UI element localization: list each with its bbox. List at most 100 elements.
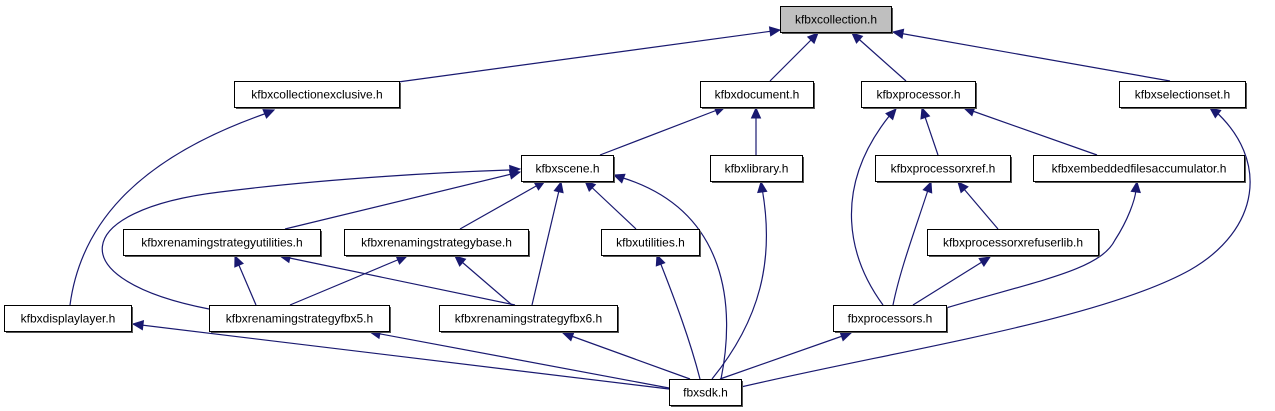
node-kfbxrenamingstrategyutilities[interactable]: kfbxrenamingstrategyutilities.h — [123, 229, 323, 258]
arrowhead-icon — [234, 254, 244, 268]
edge-line — [454, 255, 513, 306]
edge-kfbxrenamingstrategybase-to-kfbxscene — [459, 180, 547, 230]
node-kfbxlibrary[interactable]: kfbxlibrary.h — [710, 155, 805, 184]
node-kfbxselectionset[interactable]: kfbxselectionset.h — [1119, 81, 1248, 110]
node-label: kfbxutilities.h — [616, 236, 685, 250]
edge-fbxsdk-to-kfbxdisplaylayer — [131, 320, 670, 390]
edge-line — [289, 255, 408, 306]
arrowhead-icon — [508, 169, 522, 180]
edge-kfbxscene-to-kfbxdocument — [599, 105, 727, 156]
edge-kfbxrenamingstrategyfbx6-to-kfbxrenamingstrategyutilities — [278, 252, 516, 306]
node-label: kfbxrenamingstrategyutilities.h — [141, 236, 302, 250]
arrowhead-icon — [1209, 107, 1222, 119]
edge-line — [659, 261, 701, 380]
edge-fbxprocessors-to-kfbxembeddedfilesaccumulator — [945, 180, 1141, 309]
edge-kfbxselectionset-to-kfbxcollection — [891, 28, 1171, 82]
node-box — [700, 81, 814, 108]
edge-line — [945, 189, 1137, 309]
edge-kfbxrenamingstrategyutilities-to-kfbxscene — [284, 169, 522, 230]
node-box — [439, 305, 618, 332]
edge-fbxprocessors-to-kfbxprocessorxref — [892, 180, 933, 306]
node-box — [601, 229, 700, 256]
nodes-layer: kfbxcollection.h kfbxcollectionexclusive.… — [4, 6, 1248, 408]
arrowhead-icon — [131, 320, 145, 331]
node-box — [833, 305, 947, 332]
arrowhead-icon — [561, 331, 575, 342]
edge-fbxprocessors-to-kfbxprocessorxrefuserlib — [912, 256, 992, 306]
edge-line — [69, 111, 271, 306]
edge-line — [719, 332, 852, 380]
node-kfbxprocessorxref[interactable]: kfbxprocessorxref.h — [875, 155, 1013, 184]
arrowhead-icon — [757, 180, 768, 194]
edge-kfbxutilities-to-kfbxscene — [584, 180, 637, 230]
edge-line — [562, 332, 691, 380]
node-kfbxdisplaylayer[interactable]: kfbxdisplaylayer.h — [4, 305, 134, 334]
node-kfbxcollection: kfbxcollection.h — [780, 6, 893, 34]
node-label: kfbxprocessorxrefuserlib.h — [943, 236, 1083, 250]
arrowhead-icon — [957, 181, 969, 194]
node-box — [669, 379, 742, 406]
edge-line — [284, 171, 521, 230]
edge-kfbxembeddedfilesaccumulator-to-kfbxprocessor — [962, 106, 1098, 156]
edge-kfbxrenamingstrategyfbx5-to-kfbxrenamingstrategybase — [289, 255, 409, 306]
node-kfbxrenamingstrategybase[interactable]: kfbxrenamingstrategybase.h — [344, 229, 531, 258]
edge-fbxsdk-to-kfbxlibrary — [711, 180, 768, 380]
edge-line — [619, 176, 728, 380]
node-label: kfbxcollection.h — [795, 13, 877, 27]
edge-line — [963, 107, 1098, 156]
node-box — [875, 155, 1011, 182]
node-box — [780, 6, 892, 33]
node-label: kfbxprocessorxref.h — [891, 162, 996, 176]
node-box — [4, 305, 132, 332]
node-label: kfbxrenamingstrategybase.h — [361, 236, 512, 250]
edge-kfbxprocessorxrefuserlib-to-kfbxprocessorxref — [957, 181, 999, 230]
node-label: fbxprocessors.h — [848, 312, 933, 326]
node-kfbxdocument[interactable]: kfbxdocument.h — [700, 81, 816, 110]
edge-kfbxcollectionexclusive-to-kfbxcollection — [397, 26, 782, 83]
node-kfbxrenamingstrategyfbx6[interactable]: kfbxrenamingstrategyfbx6.h — [439, 305, 620, 334]
edge-line — [584, 180, 637, 230]
edge-line — [851, 32, 907, 82]
edge-kfbxlibrary-to-kfbxdocument — [750, 106, 762, 155]
edge-fbxsdk-to-kfbxselectionset — [740, 107, 1251, 388]
node-label: kfbxembeddedfilesaccumulator.h — [1052, 162, 1227, 176]
node-kfbxprocessor[interactable]: kfbxprocessor.h — [861, 81, 978, 110]
node-kfbxrenamingstrategyfbx5[interactable]: kfbxrenamingstrategyfbx5.h — [209, 305, 392, 334]
edge-line — [892, 189, 929, 306]
edge-kfbxrenamingstrategyfbx6-to-kfbxrenamingstrategybase — [454, 255, 513, 306]
node-kfbxutilities[interactable]: kfbxutilities.h — [601, 229, 702, 258]
edges-layer — [69, 26, 1251, 390]
edge-fbxsdk-to-kfbxscene — [612, 173, 728, 380]
arrowhead-icon — [806, 32, 819, 45]
arrowhead-icon — [768, 26, 782, 37]
arrowhead-icon — [920, 106, 931, 120]
node-label: kfbxlibrary.h — [725, 162, 789, 176]
edge-line — [531, 181, 562, 306]
node-fbxsdk[interactable]: fbxsdk.h — [669, 379, 744, 408]
edge-kfbxdisplaylayer-to-kfbxcollectionexclusive — [69, 109, 276, 306]
arrowhead-icon — [839, 331, 853, 342]
edge-line — [459, 180, 546, 230]
node-box — [521, 155, 614, 182]
arrowhead-icon — [655, 253, 666, 267]
node-label: kfbxprocessor.h — [876, 88, 960, 102]
node-kfbxembeddedfilesaccumulator[interactable]: kfbxembeddedfilesaccumulator.h — [1033, 155, 1247, 184]
node-kfbxscene[interactable]: kfbxscene.h — [521, 155, 616, 184]
node-kfbxprocessorxrefuserlib[interactable]: kfbxprocessorxrefuserlib.h — [927, 229, 1101, 258]
node-box — [123, 229, 321, 256]
node-box — [1033, 155, 1245, 182]
edge-line — [397, 29, 781, 83]
node-box — [710, 155, 803, 182]
edge-line — [132, 323, 670, 390]
node-label: fbxsdk.h — [683, 386, 728, 400]
node-label: kfbxscene.h — [535, 162, 599, 176]
edge-kfbxrenamingstrategyfbx5-to-kfbxrenamingstrategyutilities — [234, 254, 257, 306]
node-kfbxcollectionexclusive[interactable]: kfbxcollectionexclusive.h — [234, 81, 402, 110]
node-fbxprocessors[interactable]: fbxprocessors.h — [833, 305, 949, 334]
node-box — [1119, 81, 1246, 108]
arrowhead-icon — [612, 173, 626, 184]
arrowhead-icon — [851, 32, 864, 44]
node-box — [234, 81, 400, 108]
arrowhead-icon — [891, 28, 905, 40]
